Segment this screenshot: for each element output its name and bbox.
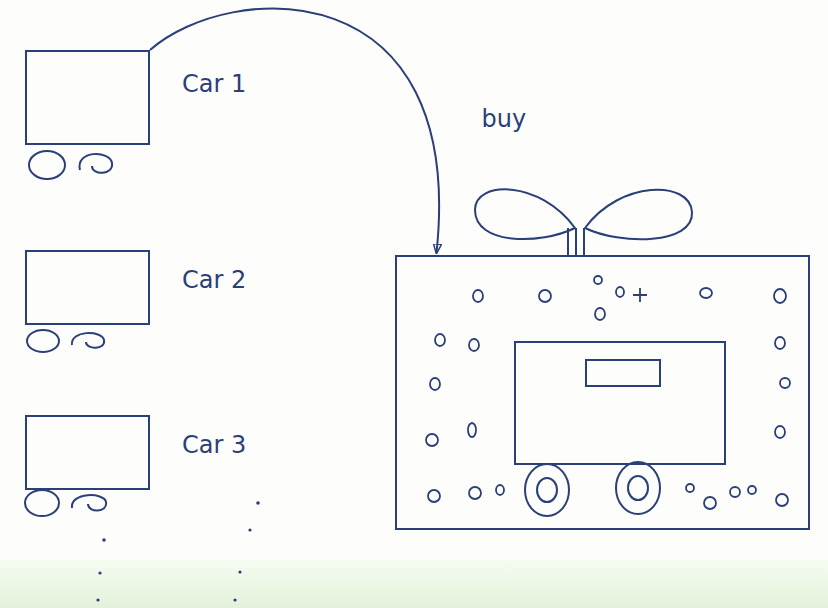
car-box: Car 1: [25, 50, 150, 145]
wheel: [29, 151, 65, 179]
car-label: Car 1: [182, 70, 246, 98]
car-label: Car 3: [182, 431, 246, 459]
ground-band: [0, 560, 828, 608]
gift-bow: [475, 189, 692, 257]
car-box: Car 3: [25, 415, 150, 490]
wheel: [25, 490, 59, 516]
gift-box: [395, 255, 810, 530]
arrow-label: buy: [479, 105, 530, 133]
wheel: [72, 333, 104, 348]
wheel: [27, 330, 59, 352]
wheel: [80, 154, 113, 173]
gift-car: [515, 342, 725, 516]
continuation-dots: [96, 501, 259, 601]
car-label: Car 2: [182, 266, 246, 294]
car-box: Car 2: [25, 250, 150, 325]
curved-arrow: [150, 9, 439, 253]
gift-dots: [426, 276, 790, 509]
wheel: [72, 495, 106, 510]
